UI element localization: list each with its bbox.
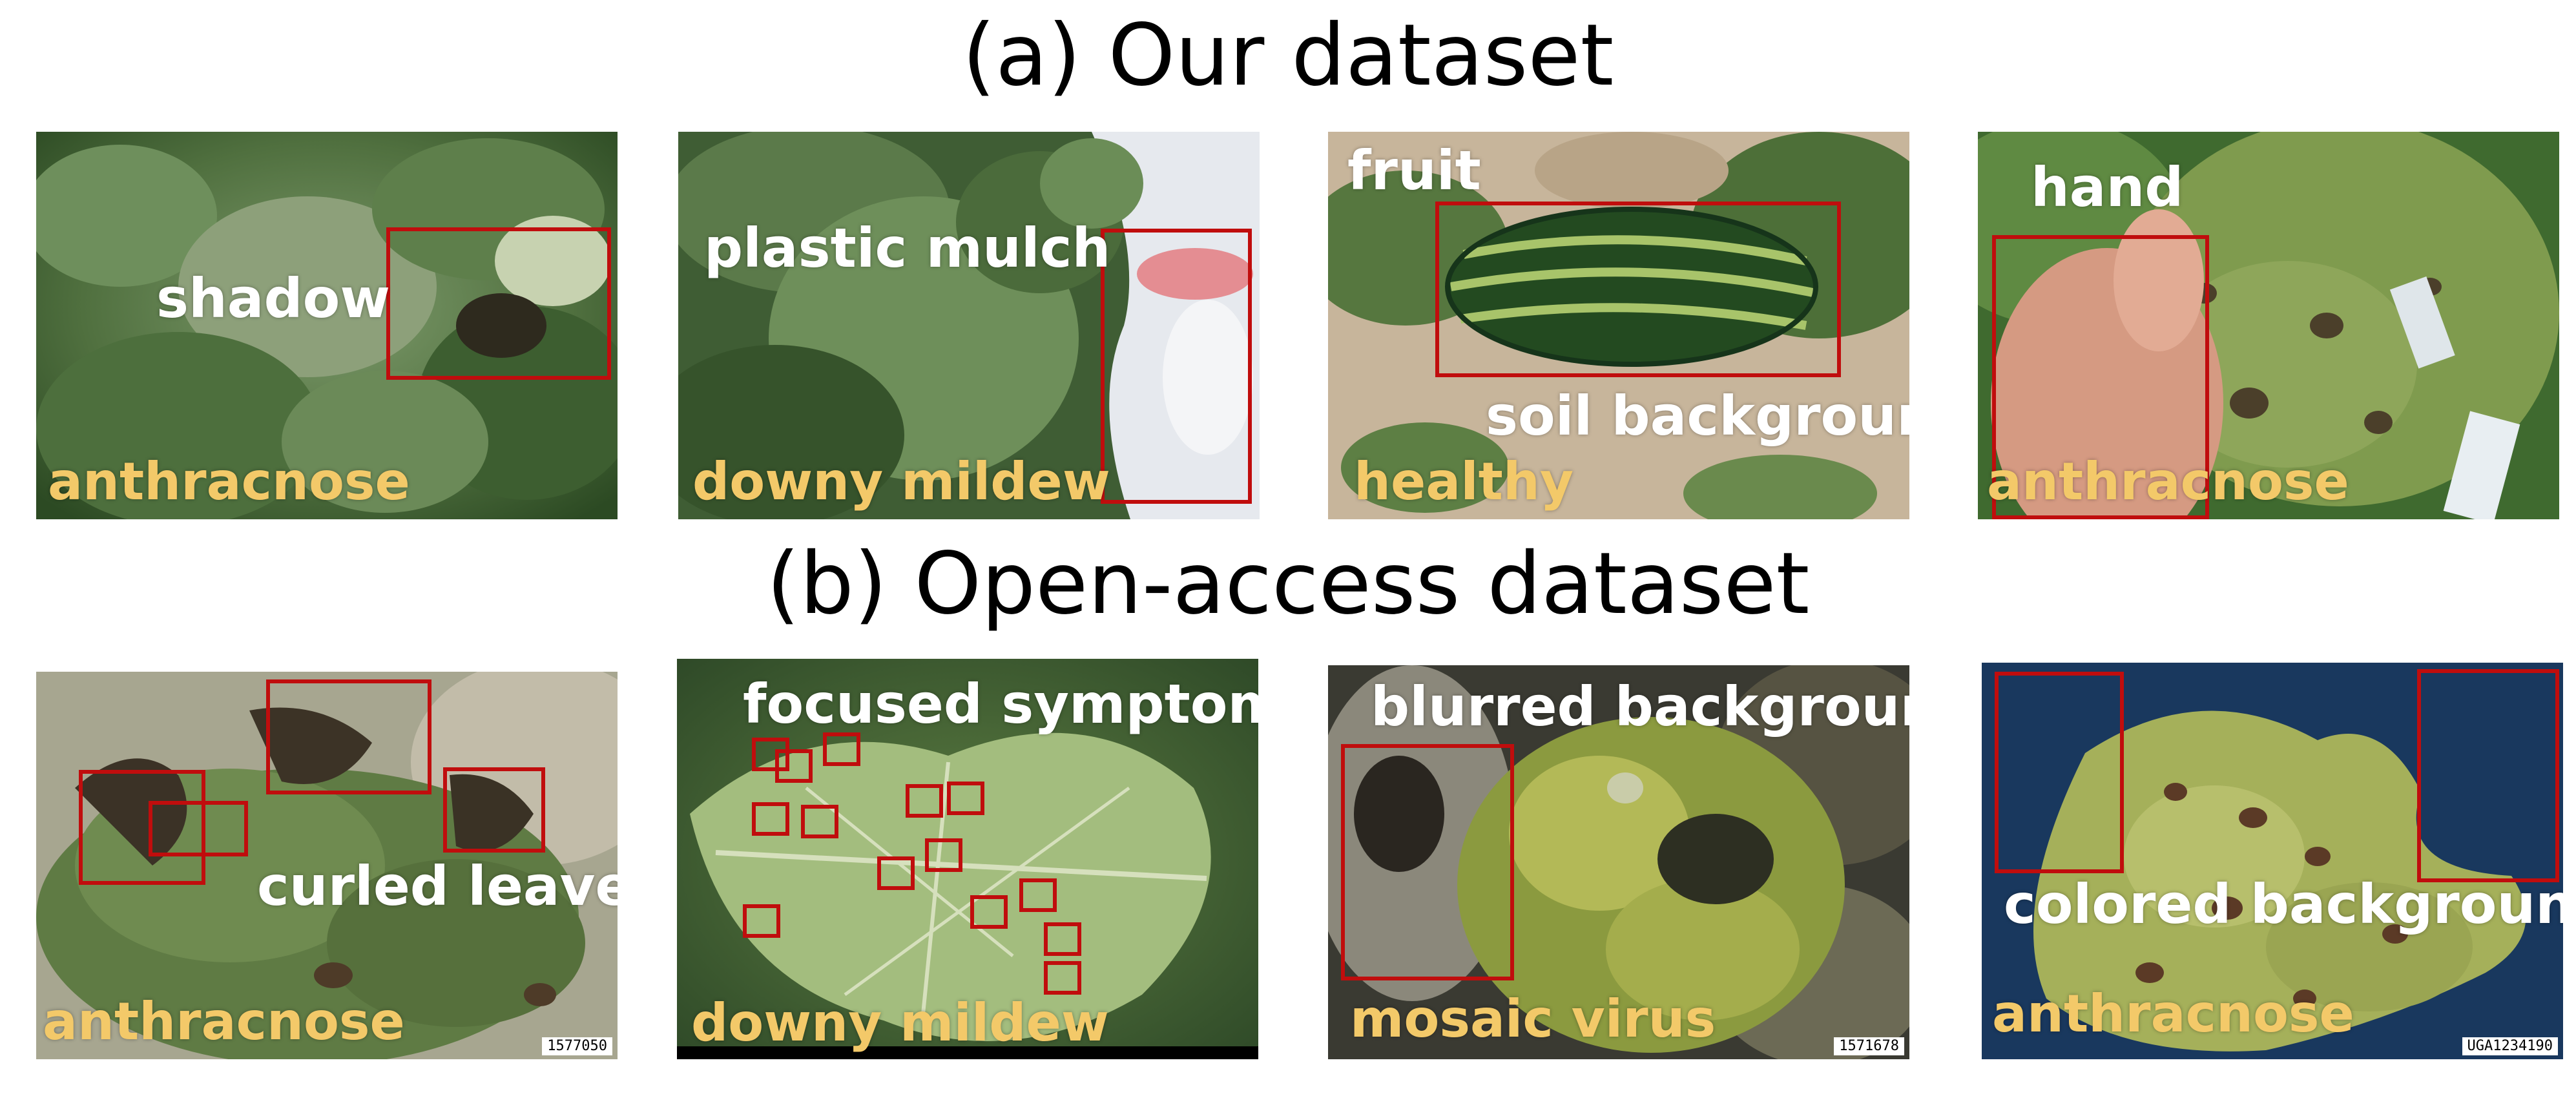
image-id-tag: UGA1234190	[2462, 1037, 2558, 1055]
watermelon-photo-image	[1328, 132, 1909, 519]
bounding-box	[266, 679, 431, 794]
bounding-box	[1044, 922, 1081, 956]
disease-label: anthracnose	[1987, 451, 2349, 512]
bounding-box	[1101, 229, 1252, 504]
bounding-box	[1019, 878, 1057, 912]
context-label: hand	[2031, 156, 2184, 219]
context-label: focused symptoms	[743, 672, 1258, 736]
bounding-box	[970, 895, 1008, 929]
leaf-symptoms-photo-image	[677, 659, 1258, 1059]
bounding-box	[1992, 235, 2209, 519]
panel-a2-photo: plastic mulch downy mildew	[678, 132, 1260, 519]
bounding-box	[823, 732, 860, 766]
bounding-box	[79, 770, 205, 885]
panel-b4-photo: colored background anthracnose UGA123419…	[1982, 663, 2563, 1059]
bounding-box	[443, 767, 545, 853]
disease-label: downy mildew	[691, 993, 1109, 1053]
image-id-tag: 1577050	[542, 1037, 612, 1055]
mosaic-leaf-photo-image	[1328, 665, 1909, 1059]
disease-label: anthracnose	[43, 991, 405, 1051]
bounding-box	[775, 749, 813, 783]
panel-b2-photo: focused symptoms downy mildew	[677, 659, 1258, 1059]
bounding-box	[1995, 672, 2124, 873]
bounding-box	[877, 856, 915, 890]
bounding-box	[947, 782, 984, 815]
section-a-title: (a) Our dataset	[962, 6, 1614, 105]
disease-label: anthracnose	[48, 451, 410, 512]
context-label: shadow	[156, 267, 390, 330]
hand-leaf-photo-image	[1978, 132, 2559, 519]
bounding-box	[743, 904, 780, 938]
image-id-tag: 1571678	[1834, 1037, 1904, 1055]
bounding-box	[2417, 669, 2559, 882]
context-label: fruit	[1347, 139, 1481, 202]
leaf-photo-image	[678, 132, 1260, 519]
context-label: colored background	[2004, 873, 2563, 936]
colored-background-leaf-photo-image	[1982, 663, 2563, 1059]
bounding-box	[801, 805, 838, 838]
disease-label: anthracnose	[1992, 984, 2354, 1044]
disease-label: downy mildew	[692, 451, 1110, 512]
bounding-box	[906, 784, 943, 818]
context-label: curled leaves	[257, 855, 618, 918]
panel-b1-photo: curled leaves anthracnose 1577050	[36, 672, 618, 1059]
context-label: soil background	[1486, 384, 1909, 448]
context-label: blurred background	[1371, 675, 1909, 738]
bounding-box	[386, 227, 611, 380]
panel-a4-photo: hand anthracnose	[1978, 132, 2559, 519]
section-b-title: (b) Open-access dataset	[766, 534, 1810, 634]
leaf-photo-image	[36, 132, 618, 519]
bounding-box	[752, 802, 789, 836]
bounding-box	[1044, 961, 1081, 995]
bounding-box	[1341, 744, 1514, 980]
context-label: plastic mulch	[704, 216, 1111, 280]
bounding-box	[149, 801, 248, 856]
bounding-box	[925, 838, 962, 872]
bounding-box	[752, 738, 789, 771]
panel-b3-photo: blurred background mosaic virus 1571678	[1328, 665, 1909, 1059]
panel-a1-photo: shadow anthracnose	[36, 132, 618, 519]
panel-a3-photo: fruit soil background healthy	[1328, 132, 1909, 519]
disease-label: mosaic virus	[1350, 989, 1716, 1049]
disease-label: healthy	[1354, 451, 1574, 512]
bounding-box	[1435, 202, 1841, 377]
